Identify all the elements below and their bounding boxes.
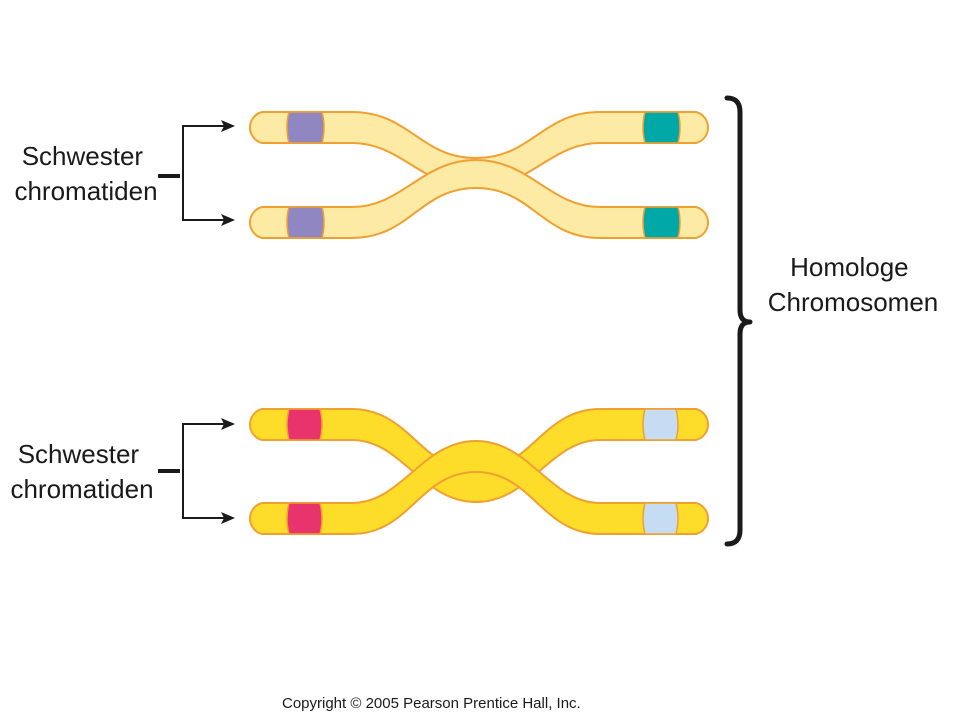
sister-bracket-top xyxy=(158,120,235,226)
band-purple-bottom xyxy=(286,206,325,239)
homologous-brace xyxy=(724,95,753,547)
label-sister-top-line2: chromatiden xyxy=(14,176,157,206)
arrow-top-lower xyxy=(182,174,235,226)
band-teal-bottom xyxy=(642,206,681,239)
label-homologous-line1: Homologe xyxy=(790,252,909,282)
band-lightblue-bottom xyxy=(642,502,679,535)
band-purple-top xyxy=(286,111,325,144)
chromatid-light-top xyxy=(249,111,709,190)
label-sister-top: Schwester chromatiden xyxy=(14,141,157,206)
band-lightblue-top xyxy=(642,408,679,441)
copyright-text: Copyright © 2005 Pearson Prentice Hall, … xyxy=(282,695,581,712)
sister-bracket-bottom xyxy=(158,418,235,524)
chromatid-dark-top xyxy=(249,408,709,504)
chromatid-dark-bottom-body xyxy=(249,439,709,535)
chromosome-pair-dark xyxy=(249,408,709,535)
label-sister-bottom-line1: Schwester xyxy=(18,439,140,469)
label-homologous: Homologe Chromosomen xyxy=(768,252,939,317)
arrow-bottom-upper xyxy=(182,418,235,470)
chromatid-dark-bottom xyxy=(249,439,709,535)
arrow-bottom-lower xyxy=(182,470,235,524)
band-red-bottom xyxy=(286,502,323,535)
chromosome-pair-light xyxy=(249,111,709,239)
label-sister-bottom: Schwester chromatiden xyxy=(10,439,153,504)
label-homologous-line2: Chromosomen xyxy=(768,287,939,317)
label-sister-bottom-line2: chromatiden xyxy=(10,474,153,504)
chromatid-light-bottom xyxy=(249,158,709,239)
band-teal-top xyxy=(642,111,681,144)
arrow-top-upper xyxy=(182,120,235,174)
band-red-top xyxy=(286,408,323,441)
label-sister-top-line1: Schwester xyxy=(22,141,144,171)
